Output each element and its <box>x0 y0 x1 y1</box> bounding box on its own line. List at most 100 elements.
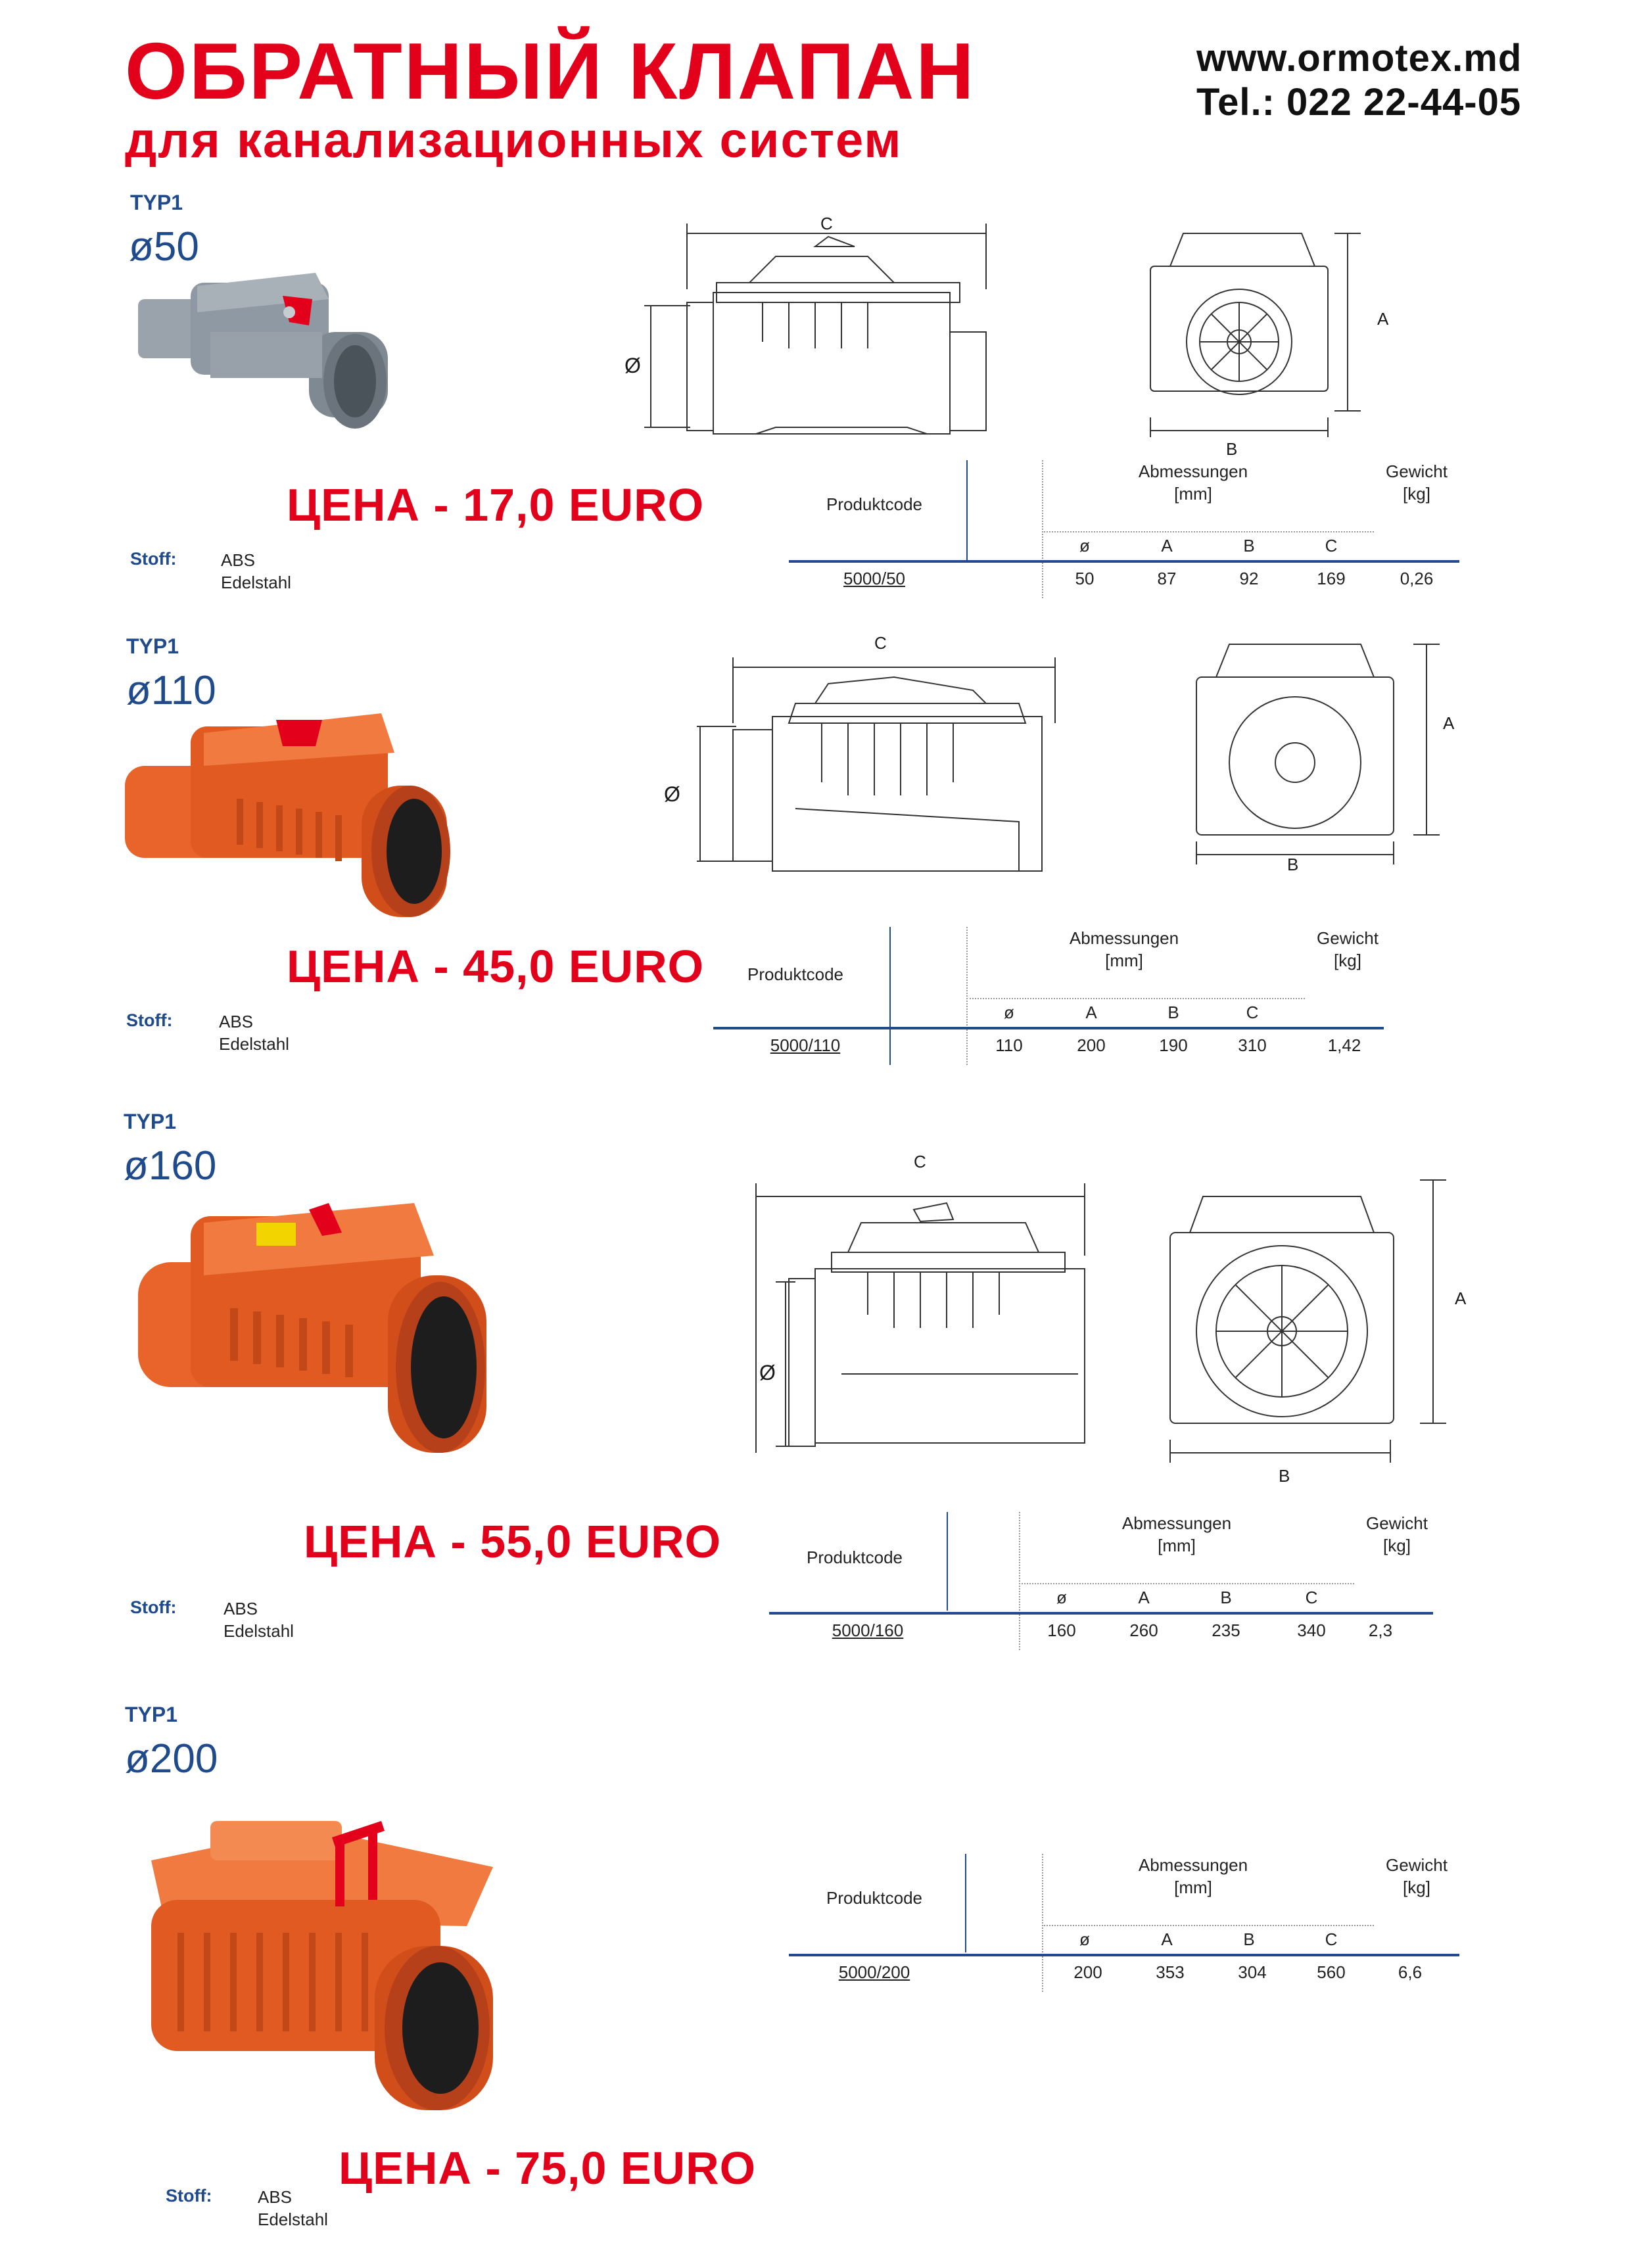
col-a-header: A <box>1161 1929 1173 1949</box>
valve-photo-grey <box>138 273 388 429</box>
spec-table: Produktcode Abmessungen [mm] Gewicht [kg… <box>713 927 1397 1065</box>
kg-label: [kg] <box>1403 484 1430 504</box>
front-view-drawing <box>1169 1179 1446 1463</box>
warning-label-icon <box>256 1223 296 1246</box>
dim-d: 110 <box>995 1035 1023 1055</box>
col-c-header: C <box>1305 1588 1318 1607</box>
valve-photo-orange <box>138 1203 486 1453</box>
stoff-label: Stoff: <box>166 2186 212 2206</box>
weight: 2,3 <box>1368 1620 1393 1640</box>
front-view-drawing <box>1150 233 1361 437</box>
table-divider <box>1042 531 1374 532</box>
mm-label: [mm] <box>1158 1536 1196 1555</box>
dimension-dia-label: Ø <box>759 1361 776 1384</box>
product-code: 5000/110 <box>770 1035 841 1055</box>
gewicht-header: Gewicht [kg] <box>1305 927 1390 972</box>
front-view-drawing <box>1196 644 1440 864</box>
dim-b: 235 <box>1212 1620 1240 1640</box>
table-divider <box>1019 1512 1020 1650</box>
product-diameter: ø110 <box>126 668 216 713</box>
abmessungen-header: Abmessungen [mm] <box>1045 460 1341 505</box>
mm-label: [mm] <box>1105 951 1143 970</box>
dim-a: 353 <box>1156 1962 1185 1982</box>
dimension-a-label: A <box>1443 713 1455 733</box>
side-view-drawing <box>697 657 1056 872</box>
dimension-a-label: A <box>1377 309 1389 329</box>
price-label: ЦЕНА - 75,0 EURO <box>339 2142 757 2194</box>
dimension-c-label: C <box>874 633 887 653</box>
material-edelstahl: Edelstahl <box>258 2209 328 2229</box>
dim-a: 200 <box>1077 1035 1106 1055</box>
valve-body-grey <box>138 273 388 429</box>
dimension-c-label: C <box>914 1152 926 1171</box>
col-b-header: B <box>1220 1588 1232 1607</box>
table-rule <box>789 560 1459 563</box>
col-d-header: ø <box>1004 1003 1014 1022</box>
stoff-label: Stoff: <box>126 1010 173 1030</box>
product-code: 5000/160 <box>832 1620 904 1640</box>
gewicht-label: Gewicht <box>1386 1855 1448 1875</box>
product-type-label: TYP1 <box>130 191 183 214</box>
dimension-a-label: A <box>1455 1288 1467 1308</box>
stoff-label: Stoff: <box>130 549 177 569</box>
dim-b: 92 <box>1239 569 1259 588</box>
product-code: 5000/50 <box>843 569 905 588</box>
table-divider <box>1019 1583 1354 1584</box>
gewicht-label: Gewicht <box>1366 1513 1428 1533</box>
dim-b: 304 <box>1238 1962 1267 1982</box>
product-type-label: TYP1 <box>126 634 179 658</box>
gewicht-label: Gewicht <box>1317 928 1379 948</box>
kg-label: [kg] <box>1383 1536 1411 1555</box>
table-rule <box>789 1954 1459 1956</box>
abmessungen-label: Abmessungen <box>1121 1513 1232 1533</box>
dimension-b-label: B <box>1287 855 1299 874</box>
product-code: 5000/200 <box>838 1962 910 1982</box>
page-subtitle: для канализационных систем <box>125 112 903 168</box>
abmessungen-header: Abmessungen [mm] <box>970 927 1279 972</box>
price-label: ЦЕНА - 45,0 EURO <box>287 941 705 992</box>
col-a-header: A <box>1161 536 1173 555</box>
table-divider <box>1042 460 1043 598</box>
phone-number: Tel.: 022 22-44-05 <box>1196 81 1522 124</box>
product-diameter: ø50 <box>129 224 199 270</box>
kg-label: [kg] <box>1403 1878 1430 1897</box>
page-title: ОБРАТНЫЙ КЛАПАН <box>125 26 976 116</box>
col-b-header: B <box>1167 1003 1179 1022</box>
col-c-header: C <box>1325 536 1338 555</box>
dim-c: 340 <box>1297 1620 1326 1640</box>
col-d-header: ø <box>1056 1588 1067 1607</box>
dim-c: 560 <box>1317 1962 1346 1982</box>
col-c-header: C <box>1325 1929 1338 1949</box>
produktcode-header: Produktcode <box>826 1888 922 1908</box>
material-abs: ABS <box>258 2187 293 2207</box>
material-edelstahl: Edelstahl <box>219 1034 289 1054</box>
material-list: ABS Edelstahl <box>224 1597 294 1642</box>
spec-table: Produktcode Abmessungen [mm] Gewicht [kg… <box>789 1854 1466 1992</box>
col-a-header: A <box>1085 1003 1097 1022</box>
table-divider <box>1042 1925 1374 1926</box>
dim-c: 310 <box>1238 1035 1267 1055</box>
material-edelstahl: Edelstahl <box>221 573 291 592</box>
produktcode-header: Produktcode <box>826 494 922 514</box>
website-link[interactable]: www.ormotex.md <box>1196 37 1522 80</box>
price-label: ЦЕНА - 17,0 EURO <box>287 479 705 531</box>
gewicht-label: Gewicht <box>1386 461 1448 481</box>
table-rule <box>769 1612 1433 1615</box>
col-a-header: A <box>1138 1588 1150 1607</box>
product-type-label: TYP1 <box>125 1703 178 1726</box>
valve-photo-orange <box>151 1821 493 2110</box>
product-diameter: ø200 <box>125 1736 218 1782</box>
price-label: ЦЕНА - 55,0 EURO <box>304 1516 722 1567</box>
produktcode-header: Produktcode <box>807 1547 903 1567</box>
dim-d: 50 <box>1075 569 1095 588</box>
red-handle-icon <box>332 1821 385 1906</box>
dimension-dia-label: Ø <box>664 782 680 806</box>
dimension-dia-label: Ø <box>625 354 641 377</box>
side-view-drawing <box>644 224 987 435</box>
dimension-b-label: B <box>1226 439 1238 459</box>
gewicht-header: Gewicht [kg] <box>1354 1512 1440 1557</box>
produktcode-header: Produktcode <box>747 964 843 984</box>
mm-label: [mm] <box>1174 1878 1212 1897</box>
red-handle-icon <box>276 720 322 746</box>
col-b-header: B <box>1243 536 1255 555</box>
